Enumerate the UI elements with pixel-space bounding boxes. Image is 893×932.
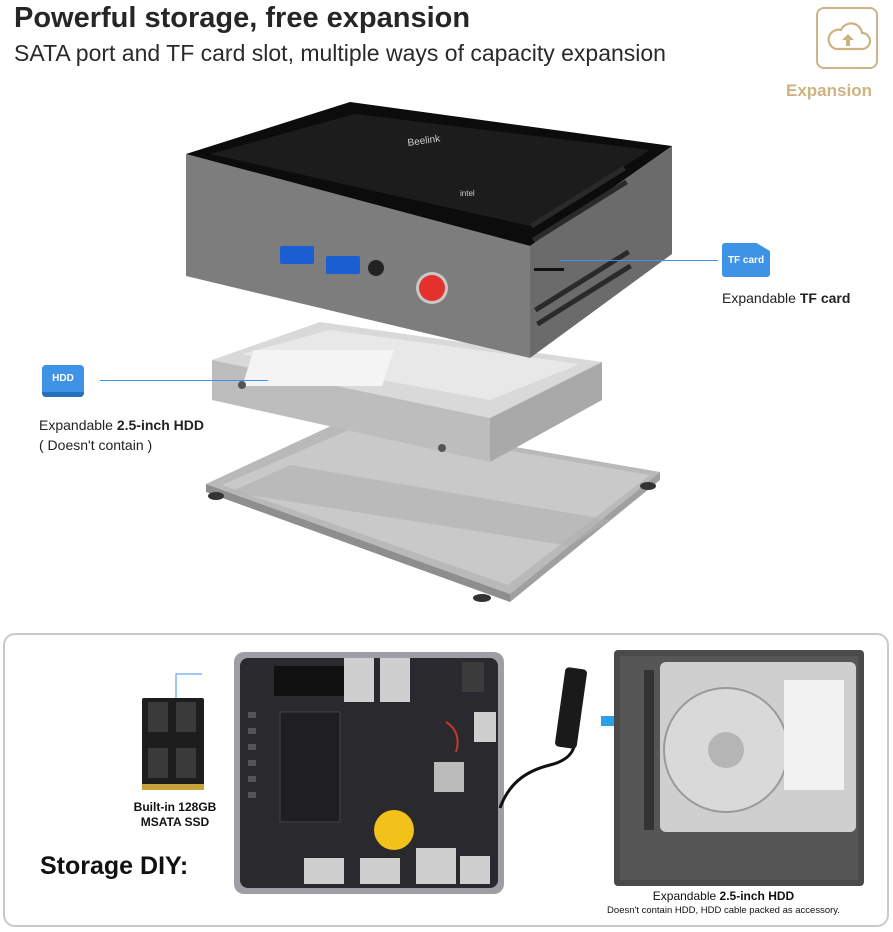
mini-pc-body bbox=[186, 102, 672, 358]
sata-cable-image bbox=[498, 667, 587, 809]
expansion-label: Expansion bbox=[786, 81, 872, 100]
brand-logo: Beelink bbox=[407, 133, 442, 149]
tf-caption-prefix: Expandable bbox=[722, 290, 800, 306]
expansion-badge bbox=[816, 7, 878, 69]
hdd-caption: Expandable 2.5-inch HDD ( Doesn't contai… bbox=[39, 415, 204, 455]
hdd-expansion-title: Expandable 2.5-inch HDD bbox=[586, 889, 861, 903]
msata-ssd-image bbox=[142, 698, 204, 790]
ssd-callout-line bbox=[175, 673, 202, 698]
mini-pc-illustration: Beelink intel bbox=[186, 102, 672, 602]
hdd-caption-prefix: Expandable bbox=[39, 417, 117, 433]
hdd-leader-line bbox=[100, 380, 268, 381]
tf-leader-line bbox=[560, 260, 718, 261]
ssd-caption-line1: Built-in 128GB bbox=[133, 800, 217, 814]
hdd-expansion-prefix: Expandable bbox=[652, 889, 720, 903]
mounting-plate bbox=[206, 418, 660, 602]
intel-sticker: intel bbox=[460, 189, 475, 198]
hdd-expansion-bold: 2.5-inch HDD bbox=[719, 889, 795, 903]
hdd-caption-bold: 2.5-inch HDD bbox=[116, 417, 204, 433]
hdd-bay-image bbox=[614, 650, 864, 886]
page-subtitle: SATA port and TF card slot, multiple way… bbox=[14, 40, 666, 66]
hdd-icon: HDD bbox=[42, 365, 84, 397]
tf-caption: Expandable TF card bbox=[722, 290, 850, 306]
hdd-expansion-caption: Expandable 2.5-inch HDD Doesn't contain … bbox=[586, 889, 861, 916]
hdd-caption-note: ( Doesn't contain ) bbox=[39, 437, 153, 453]
hdd-expansion-note: Doesn't contain HDD, HDD cable packed as… bbox=[607, 905, 840, 916]
page-title: Powerful storage, free expansion bbox=[14, 2, 471, 34]
motherboard-image bbox=[234, 652, 504, 894]
cloud-upload-icon bbox=[827, 22, 872, 51]
hdd-drive bbox=[212, 322, 602, 462]
tf-card-icon: TF card bbox=[722, 243, 770, 277]
ssd-caption: Built-in 128GB MSATA SSD bbox=[120, 800, 230, 830]
tf-caption-bold: TF card bbox=[799, 290, 851, 306]
storage-diy-label: Storage DIY: bbox=[40, 852, 189, 880]
ssd-caption-line2: MSATA SSD bbox=[140, 815, 210, 829]
